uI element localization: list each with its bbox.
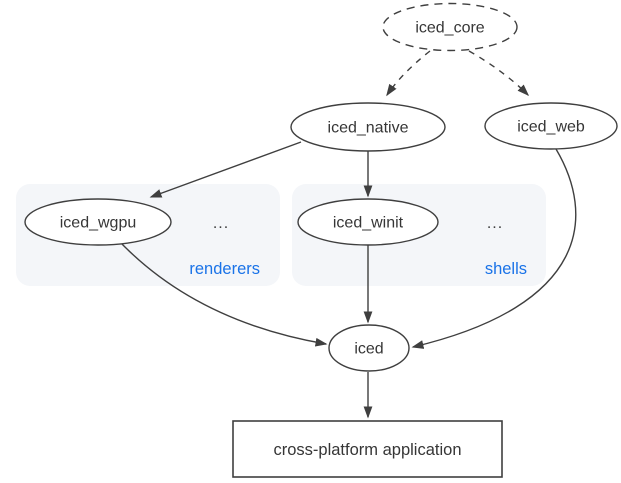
- node-cross-platform-application-shape: [232, 420, 503, 478]
- node-iced-wgpu-shape: [24, 198, 172, 246]
- edge-iced-wgpu-to-iced: [120, 242, 328, 347]
- node-iced-shape: [328, 324, 410, 372]
- edge-iced-core-to-iced-web: [468, 50, 530, 97]
- node-iced-core-label: iced_core: [415, 20, 484, 37]
- node-iced-web: iced_web: [484, 102, 618, 150]
- node-iced-winit: iced_winit: [297, 198, 439, 246]
- node-iced-core-shape: [382, 2, 518, 52]
- node-iced-native-shape: [290, 102, 446, 152]
- edge-iced-core-to-iced-native: [386, 50, 431, 97]
- group-renderers-label: renderers: [189, 260, 260, 278]
- node-iced-wgpu: iced_wgpu: [24, 198, 172, 246]
- group-shells-label: shells: [485, 260, 527, 278]
- node-iced-web-label: iced_web: [517, 119, 585, 136]
- node-cross-platform-application-label: cross-platform application: [274, 441, 462, 459]
- node-iced: iced: [328, 324, 410, 372]
- edge-iced-web-to-iced: [411, 148, 577, 349]
- node-iced-wgpu-label: iced_wgpu: [60, 215, 137, 232]
- node-iced-winit-label: iced_winit: [333, 215, 404, 232]
- group-shells-ellipsis: ...: [487, 215, 503, 232]
- node-cross-platform-application: cross-platform application: [232, 420, 503, 478]
- group-renderers-ellipsis: ...: [213, 215, 229, 232]
- node-iced-native-label: iced_native: [328, 120, 409, 137]
- node-iced-core: iced_core: [382, 2, 518, 52]
- edge-iced-native-to-iced-wgpu: [149, 141, 302, 198]
- node-iced-web-shape: [484, 102, 618, 150]
- node-iced-native: iced_native: [290, 102, 446, 152]
- node-iced-winit-shape: [297, 198, 439, 246]
- node-iced-label: iced: [354, 341, 383, 358]
